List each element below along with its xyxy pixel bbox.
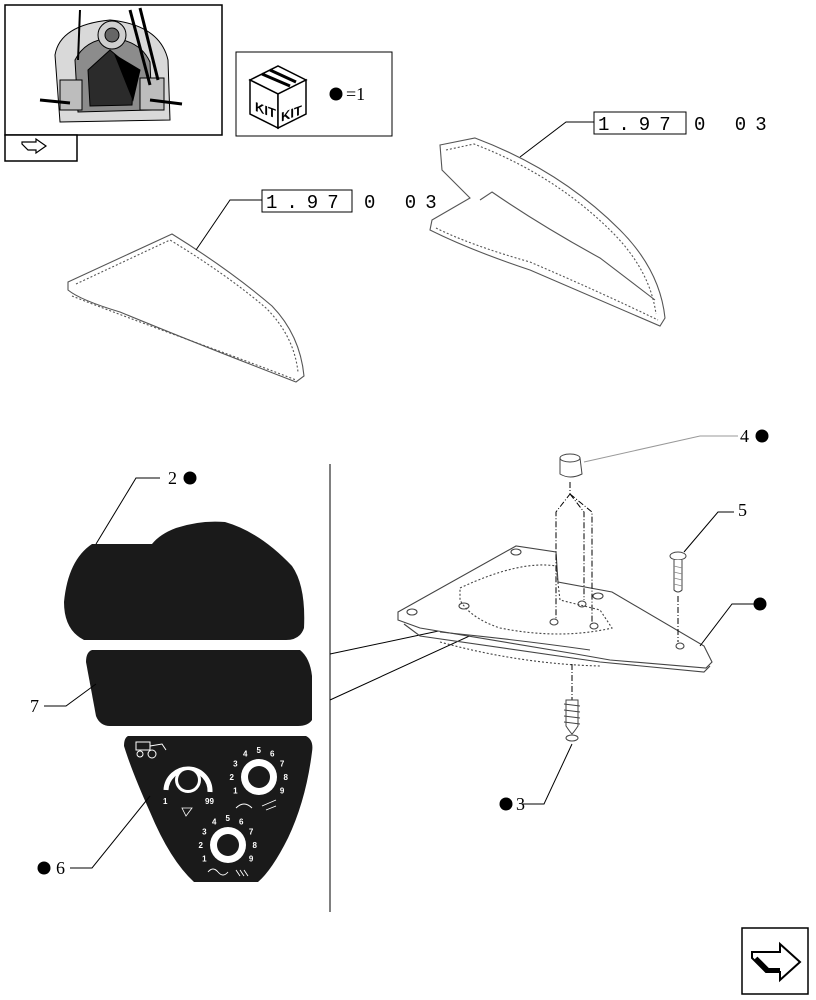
dial-tick-label: 8 xyxy=(284,773,289,782)
screw[interactable] xyxy=(669,551,687,593)
dial-tick-label: 1 xyxy=(233,787,238,796)
assembly-lines-cap xyxy=(555,482,593,624)
svg-text:0 03: 0 03 xyxy=(364,192,446,214)
dial-tick-label: 6 xyxy=(270,750,275,759)
upper-right-pad[interactable] xyxy=(429,137,666,327)
dial-tick-label: 3 xyxy=(202,828,207,837)
dial-left: 1 99 xyxy=(163,766,214,817)
rubber-cap[interactable] xyxy=(559,453,583,478)
dial-tick-label: 8 xyxy=(253,841,258,850)
kit-legend-box: KIT KIT =1 xyxy=(235,51,393,137)
reference-label-left: 1.97 0 03 xyxy=(261,189,446,214)
kit-equals-label: =1 xyxy=(346,84,365,104)
turtle-icon xyxy=(235,803,253,809)
dial-tick-label: 3 xyxy=(233,760,238,769)
threaded-stud[interactable] xyxy=(563,699,581,742)
callout-4: 4 xyxy=(740,426,749,446)
leader-3 xyxy=(522,743,573,805)
dial-tick-label: 4 xyxy=(243,750,248,759)
upper-left-pad[interactable] xyxy=(67,233,305,383)
kit-cube-icon: KIT KIT xyxy=(248,65,308,130)
spring-icon xyxy=(235,869,249,877)
callout-5: 5 xyxy=(738,500,747,520)
callout-6: 6 xyxy=(56,858,65,878)
tractor-icon xyxy=(135,741,167,759)
dial-tick-label: 2 xyxy=(199,841,204,850)
dial-tick-label: 7 xyxy=(249,828,254,837)
leader-6 xyxy=(70,795,151,869)
hare-icon xyxy=(261,799,277,811)
cab-thumbnail[interactable] xyxy=(4,4,223,162)
dial-tick-label: 2 xyxy=(230,773,235,782)
bullet-2 xyxy=(183,471,197,485)
decal-middle[interactable] xyxy=(86,650,312,726)
scale-icon xyxy=(181,807,193,817)
dial-tick-label: 9 xyxy=(249,855,254,864)
callout-2: 2 xyxy=(168,468,177,488)
leader-2 xyxy=(95,477,160,545)
bullet-3 xyxy=(499,797,513,811)
dial-tick-label: 9 xyxy=(280,787,285,796)
dial-tick-label: 5 xyxy=(226,814,231,823)
dial-tick-label: 6 xyxy=(239,818,244,827)
svg-text:1: 1 xyxy=(163,797,168,806)
bullet-plate xyxy=(753,597,767,611)
reference-leader-right xyxy=(519,121,594,158)
dial-tick-label: 1 xyxy=(202,855,207,864)
callout-7: 7 xyxy=(30,696,39,716)
kit-bullet-dot xyxy=(329,87,343,101)
svg-text:1.97: 1.97 xyxy=(266,192,348,214)
wave-icon xyxy=(207,868,229,876)
arrow-icon xyxy=(21,137,48,155)
dial-tick-label: 7 xyxy=(280,760,285,769)
reference-label-right: 1.97 0 03 xyxy=(593,111,776,136)
decal-upper[interactable] xyxy=(64,521,305,640)
leader-7 xyxy=(44,683,97,707)
bullet-4 xyxy=(755,429,769,443)
leader-plate xyxy=(699,603,756,647)
reference-leader-left xyxy=(195,199,262,251)
svg-text:99: 99 xyxy=(205,797,214,806)
arrow-icon xyxy=(751,941,802,983)
svg-text:0 03: 0 03 xyxy=(694,114,776,136)
cab-interior-illustration xyxy=(39,7,183,123)
leader-4 xyxy=(583,435,738,463)
mounting-plate[interactable] xyxy=(397,545,713,673)
callout-3: 3 xyxy=(516,794,525,814)
leader-5 xyxy=(683,511,734,553)
bullet-6 xyxy=(37,861,51,875)
next-page-button[interactable] xyxy=(741,927,809,995)
dial-tick-label: 4 xyxy=(212,818,217,827)
svg-text:1.97: 1.97 xyxy=(598,114,680,136)
dial-tick-label: 5 xyxy=(257,746,262,755)
